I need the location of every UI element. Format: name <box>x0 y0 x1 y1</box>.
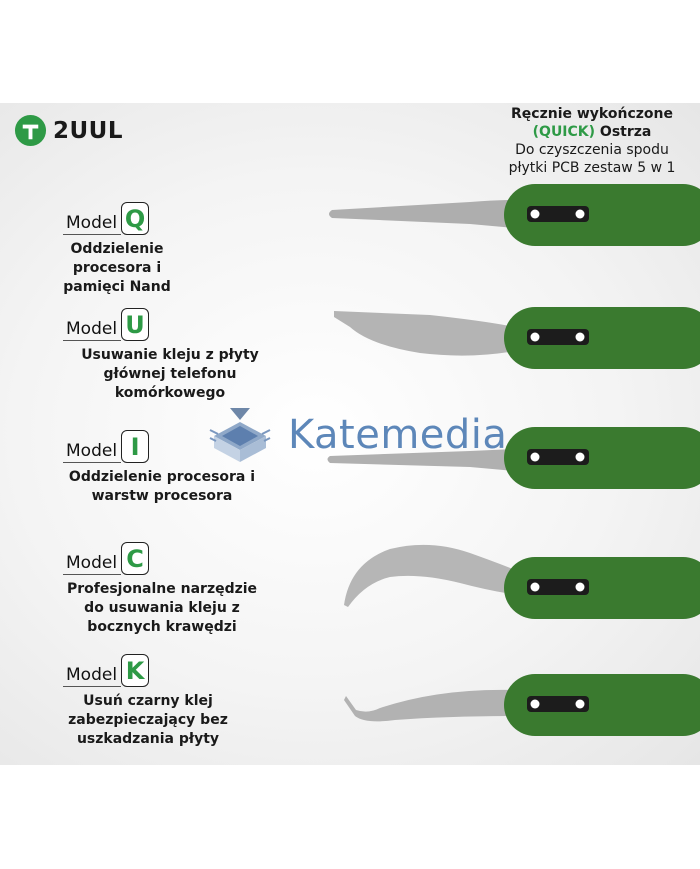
chip-logo-icon <box>209 408 271 462</box>
handle-slot-i <box>527 449 589 465</box>
watermark: Katemedia <box>208 406 507 464</box>
tool-k <box>344 674 700 736</box>
tool-c <box>344 544 700 619</box>
handle-i <box>504 427 700 489</box>
model-c-heading: Model C <box>63 542 150 575</box>
model-letter-badge: I <box>121 430 150 463</box>
model-u-heading: Model U <box>63 308 150 341</box>
watermark-text: Katemedia <box>288 412 508 458</box>
handle-c <box>504 557 700 619</box>
model-c-description: Profesjonalne narzędzie do usuwania klej… <box>52 580 272 637</box>
desc-line: zabezpieczający bez <box>68 712 228 728</box>
handle-k <box>504 674 700 736</box>
blade-k <box>344 689 515 722</box>
blade-c <box>344 544 518 607</box>
model-label: Model <box>63 665 122 687</box>
desc-line: Profesjonalne narzędzie <box>66 581 258 597</box>
model-u-description: Usuwanie kleju z płyty głównej telefonu … <box>60 346 280 403</box>
desc-line: do usuwania kleju z <box>84 600 240 616</box>
brand-name: 2UUL <box>53 117 124 144</box>
desc-line: Oddzielenie <box>70 241 164 257</box>
desc-line: komórkowego <box>114 385 226 401</box>
headline-line-1: Ręcznie wykończone <box>511 106 673 122</box>
model-i-description: Oddzielenie procesora i warstw procesora <box>52 468 272 506</box>
blade-q <box>329 200 515 228</box>
handle-slot-q <box>527 206 589 222</box>
headline-line-2: (QUICK) Ostrza <box>492 123 692 141</box>
desc-line: bocznych krawędzi <box>87 619 237 635</box>
desc-line: pamięci Nand <box>63 279 171 295</box>
model-letter-badge: U <box>121 308 150 341</box>
model-q-heading: Model Q <box>63 202 150 235</box>
handle-slot-k <box>527 696 589 712</box>
tool-i <box>327 427 700 489</box>
headline: Ręcznie wykończone (QUICK) Ostrza Do czy… <box>492 105 692 177</box>
model-k-description: Usuń czarny klej zabezpieczający bez usz… <box>48 692 248 749</box>
desc-line: głównej telefonu <box>103 366 237 382</box>
model-i-heading: Model I <box>63 430 150 463</box>
desc-line: Usuń czarny klej <box>83 693 213 709</box>
tool-q <box>329 184 700 246</box>
model-letter-badge: C <box>121 542 150 575</box>
handle-slot-u <box>527 329 589 345</box>
handle-q <box>504 184 700 246</box>
headline-line-4: płytki PCB zestaw 5 w 1 <box>508 160 676 176</box>
headline-quick: (QUICK) <box>532 124 596 140</box>
desc-line: procesora i <box>72 260 162 276</box>
handle-slot-c <box>527 579 589 595</box>
model-label: Model <box>63 213 122 235</box>
model-label: Model <box>63 441 122 463</box>
model-label: Model <box>63 319 122 341</box>
model-k-heading: Model K <box>63 654 150 687</box>
desc-line: uszkadzania płyty <box>76 731 220 747</box>
headline-ostrza: Ostrza <box>595 124 652 140</box>
desc-line: warstw procesora <box>91 488 233 504</box>
desc-line: Oddzielenie procesora i <box>68 469 256 485</box>
model-label: Model <box>63 553 122 575</box>
tool-u <box>334 307 700 369</box>
blade-u <box>334 311 515 356</box>
blade-i <box>327 449 515 471</box>
brand-logo-icon <box>14 114 47 147</box>
desc-line: Usuwanie kleju z płyty <box>81 347 259 363</box>
model-q-description: Oddzielenie procesora i pamięci Nand <box>52 240 182 297</box>
model-letter-badge: Q <box>121 202 150 235</box>
brand: 2UUL <box>14 114 123 147</box>
headline-line-3: Do czyszczenia spodu <box>515 142 669 158</box>
handle-u <box>504 307 700 369</box>
model-letter-badge: K <box>121 654 150 687</box>
